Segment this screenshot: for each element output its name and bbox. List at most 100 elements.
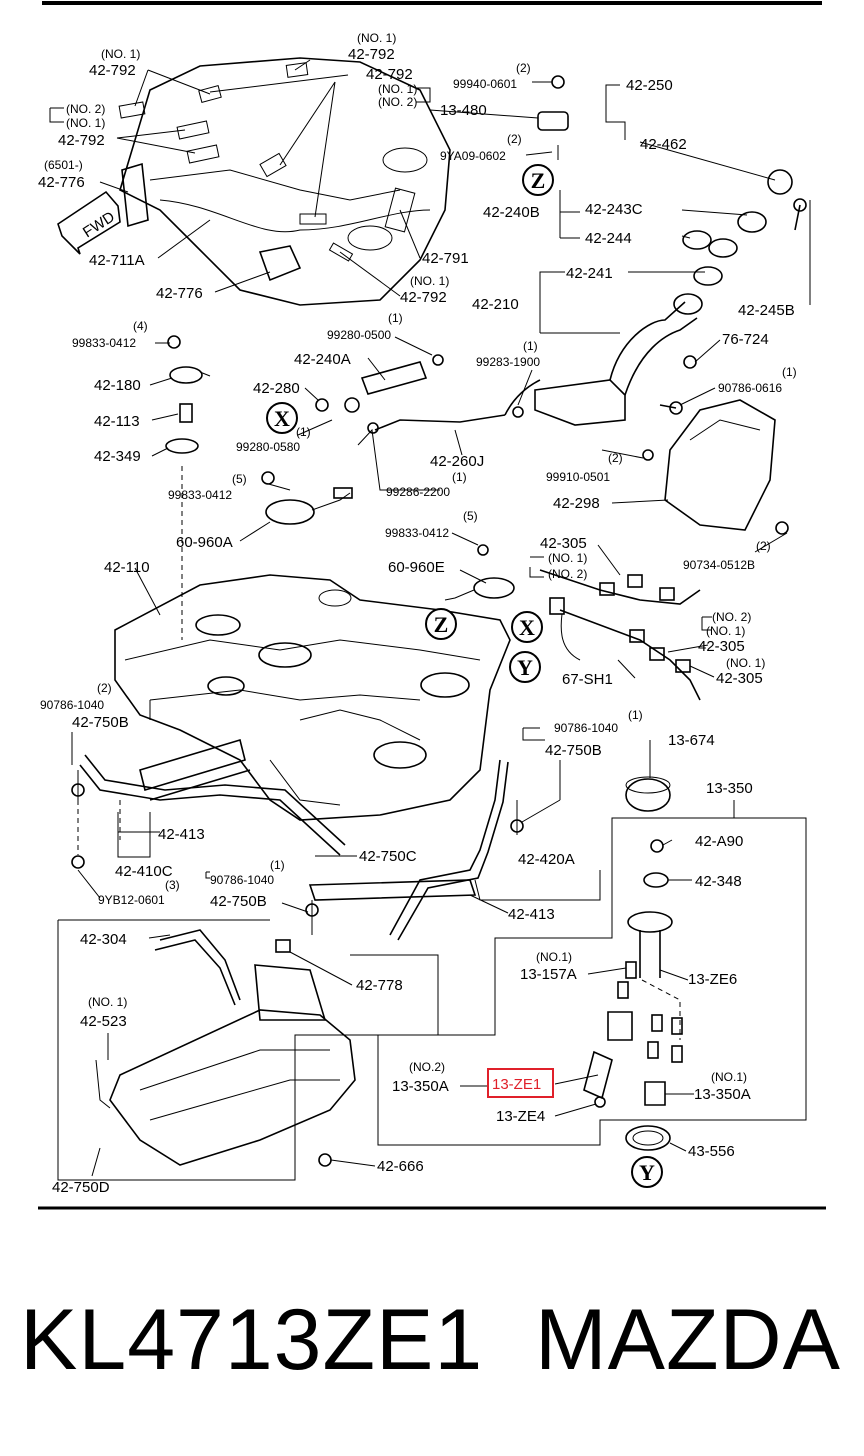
part-label: (3) [165, 878, 180, 892]
part-label: 42-298 [553, 495, 600, 512]
part-label: (NO.1) [711, 1070, 747, 1084]
part-label: 99940-0601 [453, 77, 517, 91]
part-label: 42-180 [94, 377, 141, 394]
part-label: 99833-0412 [72, 336, 136, 350]
under-cover-group [57, 919, 439, 1181]
part-label: (1) [628, 708, 643, 722]
splash-shield-drawing [642, 399, 789, 535]
callout-letter: Y [517, 655, 533, 680]
part-label: 76-724 [722, 331, 769, 348]
part-label: 43-556 [688, 1143, 735, 1160]
fuel-sender-left-drawing [165, 335, 353, 640]
callout-z-tank: Z [425, 608, 457, 640]
part-label: (NO. 1) [410, 274, 449, 288]
fwd-arrow-icon: FWD [57, 190, 121, 255]
part-label: 42-523 [80, 1013, 127, 1030]
part-label: 90786-1040 [40, 698, 104, 712]
tank-straps-drawing [71, 738, 524, 941]
part-label: (2) [97, 681, 112, 695]
part-label: 42-778 [356, 977, 403, 994]
part-label: (NO. 2) [66, 102, 105, 116]
fuel-tank-drawing [114, 574, 511, 821]
part-label: 42-110 [104, 559, 150, 576]
part-label: 13-ZE4 [496, 1108, 545, 1125]
part-number: KL4713ZE1 [20, 1292, 484, 1388]
part-label: 90786-1040 [210, 873, 274, 887]
part-label: (6501-) [44, 158, 83, 172]
part-label: 67-SH1 [562, 671, 613, 688]
fwd-label: FWD [80, 208, 118, 241]
part-label: 42-462 [640, 136, 687, 153]
part-label: 42-305 [716, 670, 763, 687]
part-label: 42-305 [540, 535, 587, 552]
part-label: 42-245B [738, 302, 795, 319]
part-label: 42-792 [366, 66, 413, 83]
part-label: (1) [523, 339, 538, 353]
part-label: 42-410C [115, 863, 173, 880]
part-label: 99280-0500 [327, 328, 391, 342]
part-label: 42-776 [38, 174, 85, 191]
part-label: (NO. 1) [101, 47, 140, 61]
part-label: (5) [232, 472, 247, 486]
part-label: (1) [452, 470, 467, 484]
part-label: 42-304 [80, 931, 127, 948]
part-label: 42-750D [52, 1179, 110, 1196]
part-label: 90786-0616 [718, 381, 782, 395]
part-label: 13-674 [668, 732, 715, 749]
callout-y-bottom: Y [631, 1156, 663, 1188]
callout-letter: X [519, 615, 535, 640]
part-label: 42-420A [518, 851, 575, 868]
part-label: 13-157A [520, 966, 577, 983]
part-label: (NO. 1) [726, 656, 765, 670]
part-label: 42-241 [566, 265, 613, 282]
part-label: 60-960E [388, 559, 445, 576]
filler-pipe-drawing [504, 75, 807, 426]
part-label: 99283-1900 [476, 355, 540, 369]
part-label: 42-244 [585, 230, 632, 247]
part-label: 99833-0412 [168, 488, 232, 502]
part-label: (2) [608, 451, 623, 465]
wiring-harness-drawing [539, 569, 701, 701]
part-label: 42-711A [89, 252, 145, 269]
part-label: 13-350A [694, 1086, 751, 1103]
part-label: 42-348 [695, 873, 742, 890]
part-label: (NO. 2) [548, 567, 587, 581]
part-label-highlighted: 13-ZE1 [492, 1076, 541, 1093]
callout-letter: Z [434, 612, 449, 637]
part-label: 99910-0501 [546, 470, 610, 484]
part-label: 42-750B [210, 893, 267, 910]
part-label: 42-413 [158, 826, 205, 843]
part-label: (NO. 1) [548, 551, 587, 565]
callout-letter: X [274, 406, 290, 431]
part-label: (NO. 1) [357, 31, 396, 45]
part-label: (NO. 1) [378, 82, 417, 96]
part-label: (4) [133, 319, 148, 333]
callout-x-left: X [266, 402, 298, 434]
callout-y-tank: Y [509, 651, 541, 683]
part-label: (NO. 2) [712, 610, 751, 624]
part-label: 42-413 [508, 906, 555, 923]
leader-lines [49, 59, 811, 1177]
part-label: 42-210 [472, 296, 519, 313]
part-label: 42-243C [585, 201, 643, 218]
heat-insulator-drawing [118, 57, 451, 306]
highlight-box [487, 1068, 554, 1098]
part-label: 42-791 [422, 250, 469, 267]
vent-hoses-drawing [315, 354, 524, 491]
part-label: (2) [507, 132, 522, 146]
part-label: 42-792 [348, 46, 395, 63]
part-label: (NO. 1) [706, 624, 745, 638]
caption: KL4713ZE1 MAZDA [0, 1285, 864, 1395]
part-label: (1) [296, 425, 311, 439]
part-label: 42-240A [294, 351, 351, 368]
part-label: 99833-0412 [385, 526, 449, 540]
part-label: 42-792 [58, 132, 105, 149]
pump-unit-drawing [444, 544, 515, 601]
part-label: 60-960A [176, 534, 233, 551]
part-label: 42-349 [94, 448, 141, 465]
part-label: 13-350A [392, 1078, 449, 1095]
part-label: (2) [516, 61, 531, 75]
part-label: 99280-0580 [236, 440, 300, 454]
callout-z-top: Z [522, 164, 554, 196]
part-label: 42-792 [400, 289, 447, 306]
